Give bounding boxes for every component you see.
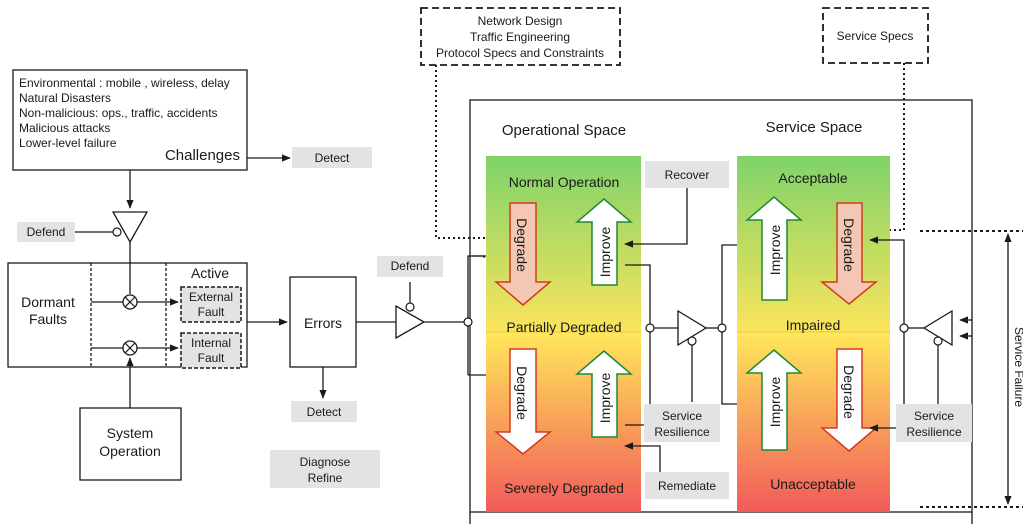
service-space-title: Service Space	[766, 119, 863, 136]
improve-arrow-op-bottom: Improve	[574, 350, 634, 438]
spaces-frame	[469, 99, 973, 513]
service-resilience-tag-mid: Service Resilience	[644, 404, 720, 442]
combine-node-top	[122, 294, 138, 310]
svg-text:Degrade: Degrade	[514, 366, 530, 420]
defend-triangle-left	[111, 211, 149, 244]
svg-text:Improve: Improve	[767, 225, 783, 276]
challenges-title: Challenges	[165, 147, 240, 164]
svg-text:Resilience: Resilience	[906, 425, 962, 439]
active-label: Active	[191, 265, 229, 281]
svg-text:Improve: Improve	[767, 377, 783, 428]
svg-text:Degrade: Degrade	[514, 218, 530, 272]
errors-box: Errors	[289, 276, 357, 368]
design-line-3: Protocol Specs and Constraints	[436, 46, 604, 60]
challenge-line-1: Environmental : mobile , wireless, delay	[19, 76, 230, 90]
detect-tag-top: Detect	[292, 147, 372, 168]
degrade-arrow-svc-top: Degrade	[819, 202, 879, 305]
challenge-line-3: Non-malicious: ops., traffic, accidents	[19, 106, 218, 120]
svg-text:Fault: Fault	[198, 305, 225, 319]
design-line-2: Traffic Engineering	[470, 30, 570, 44]
combine-node-bottom	[122, 340, 138, 356]
normal-operation-label: Normal Operation	[509, 174, 620, 190]
svg-text:External: External	[189, 290, 233, 304]
operational-space-title: Operational Space	[502, 122, 626, 139]
defend-triangle-mid	[395, 304, 426, 340]
degrade-arrow-op-bottom: Degrade	[493, 348, 553, 455]
defend-tag-mid: Defend	[377, 256, 443, 277]
severely-degraded-label: Severely Degraded	[504, 480, 624, 496]
system-operation-box: System Operation	[79, 407, 182, 481]
challenges-box: Environmental : mobile , wireless, delay…	[12, 69, 248, 171]
svg-text:Internal: Internal	[191, 336, 231, 350]
degrade-arrow-op-top: Degrade	[493, 202, 553, 306]
acceptable-label: Acceptable	[778, 170, 847, 186]
svg-text:Remediate: Remediate	[658, 479, 716, 493]
internal-fault-box: Internal Fault	[180, 332, 242, 369]
challenge-line-4: Malicious attacks	[19, 121, 110, 135]
challenge-line-2: Natural Disasters	[19, 91, 111, 105]
impaired-label: Impaired	[786, 317, 840, 333]
svg-text:Improve: Improve	[597, 373, 613, 424]
remediate-tag: Remediate	[645, 472, 729, 499]
svg-text:Service: Service	[914, 409, 954, 423]
improve-arrow-svc-top: Improve	[744, 196, 804, 301]
svg-text:Defend: Defend	[27, 225, 66, 239]
svg-text:Defend: Defend	[391, 259, 430, 273]
svg-text:Resilience: Resilience	[654, 425, 710, 439]
improve-arrow-op-top: Improve	[574, 198, 634, 286]
unacceptable-label: Unacceptable	[770, 476, 856, 492]
service-specs-label: Service Specs	[837, 29, 914, 43]
dormant-faults-line-2: Faults	[29, 311, 67, 327]
svg-text:Errors: Errors	[304, 315, 342, 331]
svg-text:Degrade: Degrade	[841, 365, 857, 419]
service-specs-box: Service Specs	[822, 7, 929, 64]
svg-text:System: System	[107, 425, 154, 441]
svg-text:Detect: Detect	[315, 151, 350, 165]
svg-text:Recover: Recover	[665, 168, 710, 182]
degrade-arrow-svc-bottom: Degrade	[819, 348, 879, 452]
diagnose-refine-tag: Diagnose Refine	[270, 450, 380, 488]
dormant-faults-line-1: Dormant	[21, 294, 75, 310]
external-fault-box: External Fault	[180, 286, 242, 323]
service-failure-label: Service Failure	[1012, 327, 1023, 407]
detect-tag-bottom: Detect	[291, 401, 357, 422]
svg-text:Refine: Refine	[308, 471, 343, 485]
svg-text:Improve: Improve	[597, 227, 613, 278]
svg-text:Fault: Fault	[198, 351, 225, 365]
design-line-1: Network Design	[478, 14, 563, 28]
improve-arrow-svc-bottom: Improve	[744, 349, 804, 451]
svg-text:Service: Service	[662, 409, 702, 423]
partially-degraded-label: Partially Degraded	[506, 319, 621, 335]
recover-tag: Recover	[645, 161, 729, 188]
svg-text:Degrade: Degrade	[841, 218, 857, 272]
service-resilience-tag-right: Service Resilience	[896, 404, 972, 442]
design-box: Network Design Traffic Engineering Proto…	[420, 7, 621, 66]
defend-tag-left: Defend	[17, 222, 75, 242]
challenge-line-5: Lower-level failure	[19, 136, 117, 150]
svg-text:Diagnose: Diagnose	[300, 455, 351, 469]
svg-text:Detect: Detect	[307, 405, 342, 419]
svg-text:Operation: Operation	[99, 443, 160, 459]
